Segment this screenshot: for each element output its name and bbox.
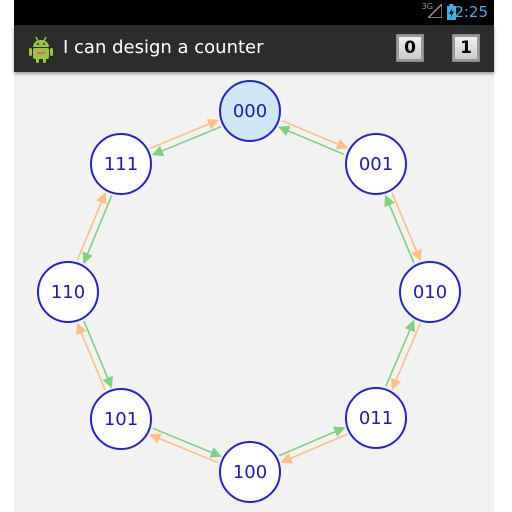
transition-backward-arrow xyxy=(151,126,222,157)
input-0-button[interactable]: 0 xyxy=(396,34,424,62)
state-label: 011 xyxy=(359,408,393,429)
clock: 2:25 xyxy=(454,3,488,21)
transition-forward-arrow xyxy=(281,119,348,150)
transition-forward-arrow xyxy=(149,433,219,464)
transition-forward-arrow xyxy=(391,192,422,262)
state-nodes: 000 001 010 011 100 101 110 111 xyxy=(37,80,461,503)
transition-backward-arrow xyxy=(82,195,113,264)
left-margin xyxy=(0,0,14,512)
transition-backward-arrow xyxy=(385,319,415,387)
transition-backward-arrow xyxy=(384,194,415,264)
network-type: 3G xyxy=(421,2,433,11)
state-circle xyxy=(399,261,461,323)
transition-forward-arrow xyxy=(391,323,421,391)
state-node-110: 110 xyxy=(37,261,99,323)
state-label: 110 xyxy=(51,282,85,303)
state-label: 101 xyxy=(104,409,138,430)
state-label: 001 xyxy=(359,154,393,175)
android-icon xyxy=(29,36,53,63)
state-node-101: 101 xyxy=(90,388,152,450)
transition-backward-arrow xyxy=(278,125,345,156)
transition-forward-arrow xyxy=(280,433,348,464)
state-node-001: 001 xyxy=(345,133,407,195)
app-screen: 3G 2:25 I can design a counter 0 1 xyxy=(14,0,494,512)
state-node-000: 000 xyxy=(219,80,281,142)
state-node-010: 010 xyxy=(399,261,461,323)
state-circle xyxy=(37,261,99,323)
input-1-button[interactable]: 1 xyxy=(452,34,480,62)
state-label: 111 xyxy=(104,154,138,175)
action-bar: I can design a counter 0 1 xyxy=(14,25,494,72)
state-circle xyxy=(219,441,281,503)
status-bar: 3G 2:25 xyxy=(14,0,494,25)
state-circle xyxy=(90,388,152,450)
state-diagram: 000 001 010 011 100 101 110 111 xyxy=(37,80,461,503)
transition-forward-arrow xyxy=(149,118,220,149)
state-label: 100 xyxy=(233,462,267,483)
state-node-111: 111 xyxy=(90,133,152,195)
app-title: I can design a counter xyxy=(63,37,264,58)
transitions xyxy=(76,118,422,464)
transition-backward-arrow xyxy=(83,320,113,389)
state-node-100: 100 xyxy=(219,441,281,503)
state-circle xyxy=(345,387,407,449)
state-node-011: 011 xyxy=(345,387,407,449)
right-margin xyxy=(494,0,512,512)
state-label: 010 xyxy=(413,282,447,303)
transition-forward-arrow xyxy=(76,192,107,261)
state-circle xyxy=(90,133,152,195)
transition-backward-arrow xyxy=(152,427,222,458)
transition-backward-arrow xyxy=(278,426,346,457)
signal-icon xyxy=(428,4,442,18)
state-circle xyxy=(219,80,281,142)
battery-icon xyxy=(447,4,456,20)
state-circle xyxy=(345,133,407,195)
state-label: 000 xyxy=(233,101,267,122)
transition-forward-arrow xyxy=(76,322,106,391)
